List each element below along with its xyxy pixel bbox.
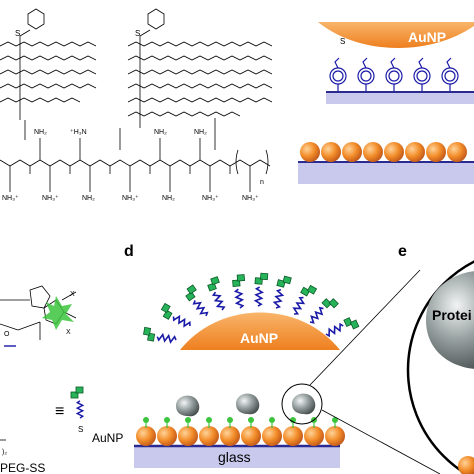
pyridine-ring-2 <box>147 8 165 30</box>
polymer-labels: NH₂ ⁺H₃N NH₂ NH₂ NH₃⁺ NH₃⁺ NH₂ NH₃⁺ NH₂ … <box>2 29 264 202</box>
pyridine-ring-1 <box>27 8 45 30</box>
peptide-backbone <box>0 159 271 167</box>
nh3-label-2: NH₃⁺ <box>42 195 59 202</box>
h3n-label-1: ⁺H₃N <box>70 129 87 136</box>
protein-blob-1 <box>176 395 200 417</box>
polymer-coils-row <box>329 57 459 92</box>
peg-chains-right <box>127 41 273 117</box>
protein-blob-3 <box>292 393 316 415</box>
legend-sulfur: S <box>78 425 83 434</box>
subscript-two-label: )₂ <box>2 449 7 456</box>
glass-slab-c <box>298 162 474 184</box>
glass-slab-b <box>326 92 474 104</box>
glass-slab-d <box>134 446 340 468</box>
nh2-label-1: NH₂ <box>34 129 47 136</box>
panel-d-functionalized-aunp: AuNP <box>142 272 360 350</box>
repeat-n-label: n <box>260 179 264 186</box>
nh3-label-5: NH₃⁺ <box>242 195 259 202</box>
aunp-label-mid: AuNP <box>240 330 278 346</box>
polymer-structure-drawing <box>0 8 273 192</box>
panel-b-schematic: AuNP S <box>318 22 474 104</box>
nh2-label-2: NH₂ <box>154 129 167 136</box>
zoom-line-top <box>309 269 421 386</box>
protein-label: Protei <box>432 307 472 323</box>
aunp-cap-mid <box>180 312 340 350</box>
zoom-line-bottom <box>321 409 441 474</box>
sulfur-label-1: S <box>15 29 20 38</box>
protein-large <box>426 271 474 369</box>
nh2-label-4: NH₂ <box>162 195 175 202</box>
protein-blob-2 <box>236 393 260 415</box>
h2n-label-1: NH₂ <box>82 195 95 202</box>
nh3-label-3: NH₃⁺ <box>122 195 139 202</box>
zoom-circle <box>281 383 323 425</box>
sulfur-label-2: S <box>135 29 140 38</box>
glass-label: glass <box>218 449 251 465</box>
ligand-highlight-star <box>42 296 74 330</box>
panel-e-letter: e <box>398 243 407 260</box>
panel-d-surface: glass <box>92 383 345 468</box>
panel-c-schematic <box>298 142 474 184</box>
x-mark-1: X <box>70 291 75 298</box>
o-mark: O <box>4 331 10 338</box>
peg-chains-left <box>0 41 97 103</box>
aunp-label-top: AuNP <box>408 29 446 45</box>
aunp-side-label: AuNP <box>92 431 123 445</box>
x-mark-2: X <box>66 329 71 336</box>
panel-e-zoom: Protei <box>406 260 474 474</box>
peg-ss-label: PEG-SS <box>0 461 45 474</box>
nh3-label-1: NH₃⁺ <box>2 195 19 202</box>
nh2-label-3: NH₂ <box>194 129 207 136</box>
nh3-label-4: NH₃⁺ <box>202 195 219 202</box>
legend-ligand-icon <box>70 386 84 419</box>
sulfur-label-b: S <box>340 37 345 46</box>
equiv-symbol: ≡ <box>55 403 64 420</box>
panel-d-letter: d <box>124 243 134 260</box>
